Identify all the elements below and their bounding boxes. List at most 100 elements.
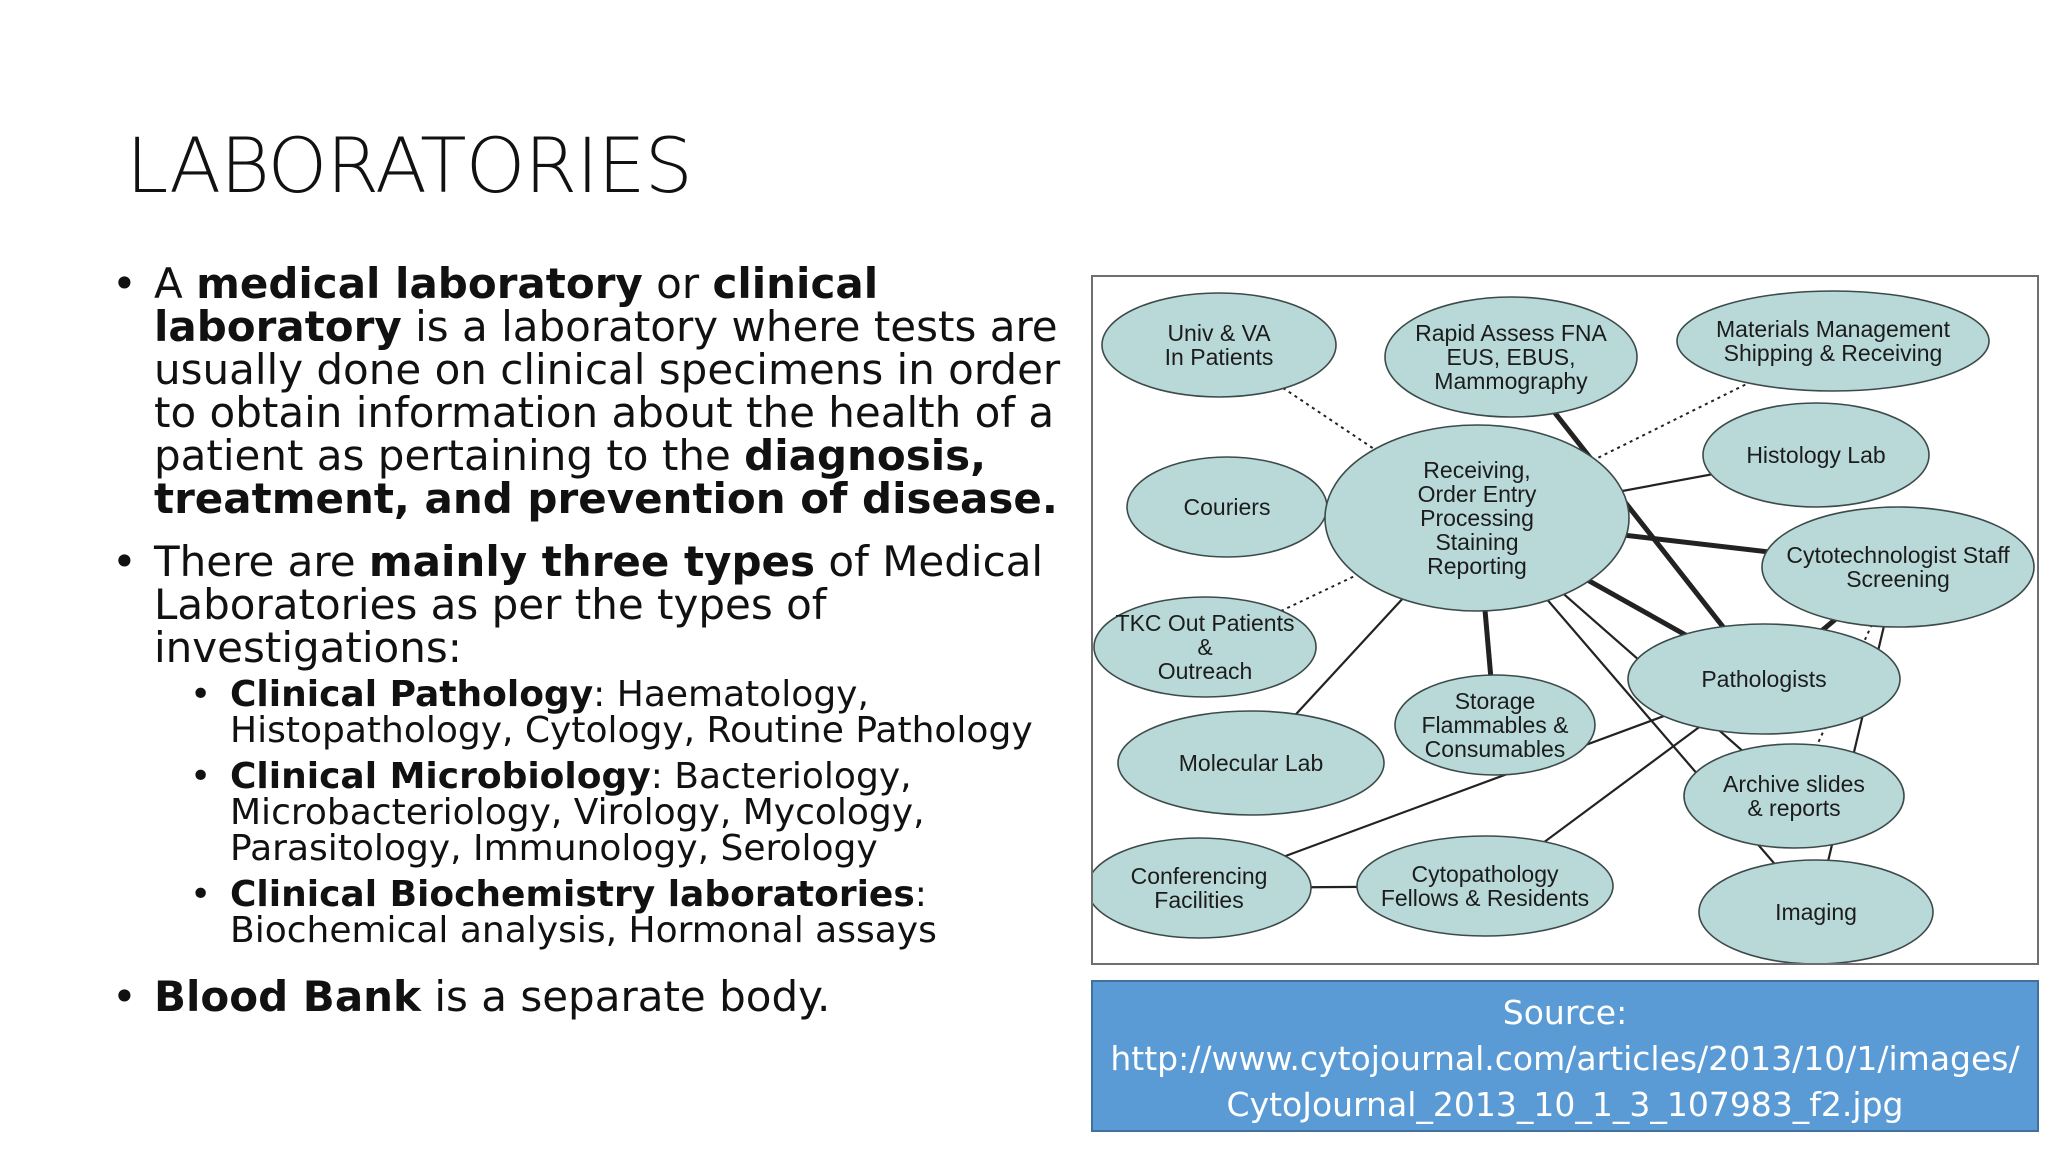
node-tkc: TKC Out Patients&Outreach xyxy=(1093,596,1317,698)
node-label-conferencing: Facilities xyxy=(1154,887,1243,913)
bullet-bold-text: mainly three types xyxy=(368,537,816,586)
bullet-text: is a separate body. xyxy=(421,972,831,1021)
node-ellipse-cytopath xyxy=(1356,835,1614,937)
slide-title: LABORATORIES xyxy=(126,121,693,210)
node-label-archive: & reports xyxy=(1747,795,1840,821)
node-ellipse-imaging xyxy=(1698,859,1934,963)
node-ellipse-tkc xyxy=(1093,596,1317,698)
node-label-molecular: Molecular Lab xyxy=(1179,750,1323,776)
node-label-cytotech: Cytotechnologist Staff xyxy=(1786,542,2010,568)
node-label-univ: In Patients xyxy=(1165,344,1274,370)
source-url-line2: CytoJournal_2013_10_1_3_107983_f2.jpg xyxy=(1226,1085,1904,1124)
bullet-bold-text: diagnosis, treatment, and prevention of … xyxy=(154,431,1058,523)
node-label-conferencing: Conferencing xyxy=(1131,863,1268,889)
node-label-archive: Archive slides xyxy=(1723,771,1865,797)
node-ellipse-materials xyxy=(1676,290,1990,392)
sub-bullet-item: • Clinical Microbiology: Bacteriology, M… xyxy=(110,759,1070,867)
node-label-couriers: Couriers xyxy=(1184,494,1271,520)
node-label-histology: Histology Lab xyxy=(1746,442,1885,468)
sub-bullet-dot-icon: • xyxy=(190,674,212,715)
sub-bullet-bold-text: Clinical Microbiology xyxy=(230,756,651,797)
node-ellipse-conferencing xyxy=(1093,837,1312,939)
node-label-imaging: Imaging xyxy=(1775,899,1857,925)
node-label-cytopath: Cytopathology xyxy=(1411,861,1559,887)
bullet-text: or xyxy=(642,259,713,308)
node-molecular: Molecular Lab xyxy=(1117,710,1385,816)
node-label-receiving: Processing xyxy=(1420,505,1534,531)
bullet-bold-text: clinical laboratory xyxy=(154,259,879,351)
node-label-tkc: & xyxy=(1197,634,1212,660)
bullet-item: • There are mainly three types of Medica… xyxy=(110,540,1070,669)
sub-bullet-text: : Biochemical analysis, Hormonal assays xyxy=(230,874,937,951)
node-label-receiving: Order Entry xyxy=(1418,481,1537,507)
bullet-dot-icon: • xyxy=(112,537,137,586)
sub-bullet-item: • Clinical Biochemistry laboratories: Bi… xyxy=(110,877,1070,949)
node-label-receiving: Receiving, xyxy=(1423,457,1530,483)
node-imaging: Imaging xyxy=(1698,859,1934,963)
node-histology: Histology Lab xyxy=(1702,402,1930,508)
node-ellipse-rapid xyxy=(1384,296,1638,418)
node-label-tkc: Outreach xyxy=(1158,658,1253,684)
sub-bullet-text: : Bacteriology, Microbacteriology, Virol… xyxy=(230,756,925,869)
bullet-text: There are xyxy=(154,537,369,586)
node-label-pathologists: Pathologists xyxy=(1701,666,1826,692)
node-label-rapid: Mammography xyxy=(1434,368,1588,394)
bullet-text: is a laboratory where tests are usually … xyxy=(154,302,1061,480)
node-label-storage: Flammables & xyxy=(1422,712,1569,738)
node-pathologists: Pathologists xyxy=(1627,623,1901,735)
node-label-materials: Shipping & Receiving xyxy=(1724,340,1943,366)
node-ellipse-pathologists xyxy=(1627,623,1901,735)
node-label-tkc: TKC Out Patients xyxy=(1116,610,1295,636)
node-label-receiving: Staining xyxy=(1435,529,1518,555)
bullet-item: • A medical laboratory or clinical labor… xyxy=(110,262,1070,520)
sub-bullet-list: • Clinical Pathology: Haematology, Histo… xyxy=(110,677,1070,949)
node-ellipse-storage xyxy=(1394,674,1596,776)
sub-bullet-bold-text: Clinical Pathology xyxy=(230,674,594,715)
node-label-cytopath: Fellows & Residents xyxy=(1381,885,1589,911)
node-ellipse-cytotech xyxy=(1761,506,2035,628)
sub-bullet-bold-text: Clinical Biochemistry laboratories xyxy=(230,874,915,915)
source-label: Source: xyxy=(1502,993,1628,1032)
node-label-storage: Consumables xyxy=(1425,736,1566,762)
node-ellipse-archive xyxy=(1683,743,1905,849)
node-archive: Archive slides& reports xyxy=(1683,743,1905,849)
node-label-univ: Univ & VA xyxy=(1167,320,1271,346)
node-ellipse-univ xyxy=(1101,292,1337,398)
node-couriers: Couriers xyxy=(1126,456,1328,558)
node-label-cytotech: Screening xyxy=(1846,566,1950,592)
sub-bullet-text: : Haematology, Histopathology, Cytology,… xyxy=(230,674,1033,751)
source-url-line1: http://www.cytojournal.com/articles/2013… xyxy=(1110,1039,2020,1078)
node-ellipse-receiving xyxy=(1324,424,1630,612)
bullet-dot-icon: • xyxy=(112,972,137,1021)
sub-bullet-item: • Clinical Pathology: Haematology, Histo… xyxy=(110,677,1070,749)
bullet-bold-text: medical laboratory xyxy=(196,259,643,308)
bullet-list: • A medical laboratory or clinical labor… xyxy=(110,262,1070,1038)
source-citation-box: Source: http://www.cytojournal.com/artic… xyxy=(1091,980,2039,1132)
node-receiving: Receiving,Order EntryProcessingStainingR… xyxy=(1324,424,1630,612)
bullet-text: A xyxy=(154,259,197,308)
node-label-storage: Storage xyxy=(1455,688,1536,714)
bullet-item: • Blood Bank is a separate body. xyxy=(110,975,1070,1018)
sub-bullet-dot-icon: • xyxy=(190,874,212,915)
bullet-text: of Medical Laboratories as per the types… xyxy=(154,537,1044,672)
sub-bullet-dot-icon: • xyxy=(190,756,212,797)
bullet-bold-text: Blood Bank xyxy=(154,972,421,1021)
node-ellipse-histology xyxy=(1702,402,1930,508)
node-label-rapid: EUS, EBUS, xyxy=(1446,344,1575,370)
node-label-rapid: Rapid Assess FNA xyxy=(1415,320,1607,346)
node-label-receiving: Reporting xyxy=(1427,553,1527,579)
node-ellipse-molecular xyxy=(1117,710,1385,816)
bullet-dot-icon: • xyxy=(112,259,137,308)
node-label-materials: Materials Management xyxy=(1716,316,1951,342)
